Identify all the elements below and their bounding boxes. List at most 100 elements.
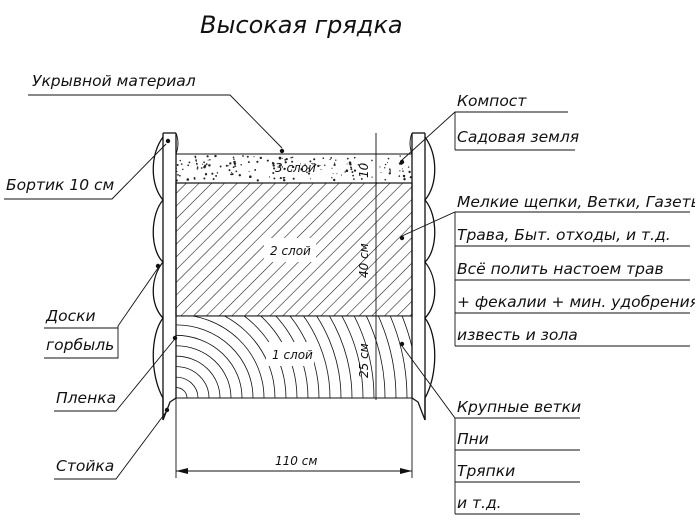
soil-speck (401, 168, 403, 170)
wood-grain-arc (316, 316, 342, 398)
soil-speck (273, 177, 276, 180)
soil-speck (333, 178, 336, 182)
soil-speck (200, 167, 203, 169)
soil-speck (228, 165, 230, 167)
soil-speck (371, 176, 373, 178)
wood-grain-arc (176, 345, 232, 398)
soil-speck (231, 173, 234, 176)
soil-speck (388, 168, 391, 171)
soil-speck (353, 178, 355, 180)
soil-speck (331, 177, 333, 179)
soil-speck (266, 159, 269, 162)
soil-speck (388, 172, 391, 175)
soil-speck (203, 177, 206, 180)
border-label: Бортик 10 см (6, 176, 115, 194)
soil-speck (409, 171, 411, 174)
middle-line-1: Мелкие щепки, Ветки, Газеты (457, 193, 695, 211)
post-leader (54, 411, 167, 480)
wood-grain-arc (389, 316, 408, 398)
soil-speck (290, 156, 292, 159)
soil-speck (272, 162, 275, 165)
soil-speck (195, 159, 197, 161)
soil-speck (214, 154, 217, 158)
soil-speck (409, 176, 412, 179)
soil-speck (284, 159, 287, 161)
wood-grain-arc (289, 316, 320, 398)
soil-speck (353, 156, 356, 159)
soil-speck (349, 163, 352, 166)
soil-speck (254, 168, 257, 171)
soil-speck (228, 169, 231, 172)
middle-line-2: Трава, Быт. отходы, и т.д. (457, 226, 671, 244)
middle-line-5: известь и зола (457, 326, 578, 344)
soil-speck (206, 155, 209, 158)
soil-speck (320, 168, 322, 171)
soil-speck (273, 167, 276, 170)
boards-label-2: горбыль (46, 336, 114, 354)
soil-speck (216, 172, 219, 174)
soil-speck (291, 156, 294, 159)
soil-speck (345, 169, 349, 172)
soil-speck (247, 161, 250, 164)
soil-speck (324, 164, 326, 167)
garden-soil-label: Садовая земля (457, 128, 579, 146)
dimension-bottom: 25 см (357, 343, 371, 378)
soil-speck (194, 157, 197, 159)
soil-speck (272, 171, 275, 175)
soil-speck (371, 159, 373, 162)
wood-grain-arc (353, 316, 375, 398)
bottom-line-2: Пни (457, 430, 489, 448)
wood-grain-arc (176, 387, 188, 398)
soil-speck (179, 174, 181, 177)
layer-3-soil (175, 153, 413, 184)
border-leader (4, 143, 167, 200)
cover-fold-left (175, 132, 179, 155)
soil-speck (246, 155, 249, 158)
soil-speck (202, 163, 204, 165)
soil-speck (402, 170, 404, 172)
soil-speck (403, 177, 406, 179)
soil-speck (278, 156, 282, 160)
wood-grain-arc (377, 316, 397, 398)
cover-fold-right (409, 132, 413, 155)
soil-speck (329, 158, 331, 161)
soil-speck (306, 171, 308, 174)
wood-grain-arc (341, 316, 364, 398)
soil-speck (330, 157, 333, 159)
soil-speck (281, 157, 283, 159)
soil-speck (208, 164, 211, 167)
soil-speck (304, 163, 306, 165)
soil-speck (187, 164, 190, 167)
soil-speck (309, 160, 312, 163)
soil-speck (335, 159, 337, 161)
soil-speck (194, 178, 196, 180)
soil-speck (384, 167, 386, 169)
post-label: Стойка (56, 457, 114, 475)
soil-speck (209, 158, 211, 161)
middle-line-4: + фекалии + мин. удобрения, (457, 293, 695, 311)
width-dimension (175, 398, 413, 478)
soil-speck (331, 167, 333, 169)
soil-speck (179, 159, 182, 162)
wood-grain-arc (303, 316, 331, 398)
soil-speck (292, 166, 295, 169)
dimension-width: 110 см (275, 454, 317, 468)
soil-speck (272, 164, 275, 167)
wood-grain-arc (176, 355, 221, 398)
bottom-line-3: Тряпки (457, 462, 515, 480)
soil-speck (203, 161, 205, 164)
soil-speck (314, 163, 317, 166)
soil-speck (333, 163, 336, 166)
soil-speck (212, 178, 215, 180)
soil-speck (284, 161, 287, 164)
layer-1-wood (175, 315, 413, 399)
layer-1-label: 1 слой (272, 348, 313, 362)
soil-speck (333, 162, 336, 164)
wood-grain-arc (328, 316, 353, 398)
wood-grain-arc (365, 316, 386, 398)
soil-speck (389, 170, 392, 172)
soil-speck (177, 174, 179, 176)
soil-speck (384, 178, 387, 181)
soil-speck (309, 178, 312, 180)
soil-speck (283, 167, 286, 171)
